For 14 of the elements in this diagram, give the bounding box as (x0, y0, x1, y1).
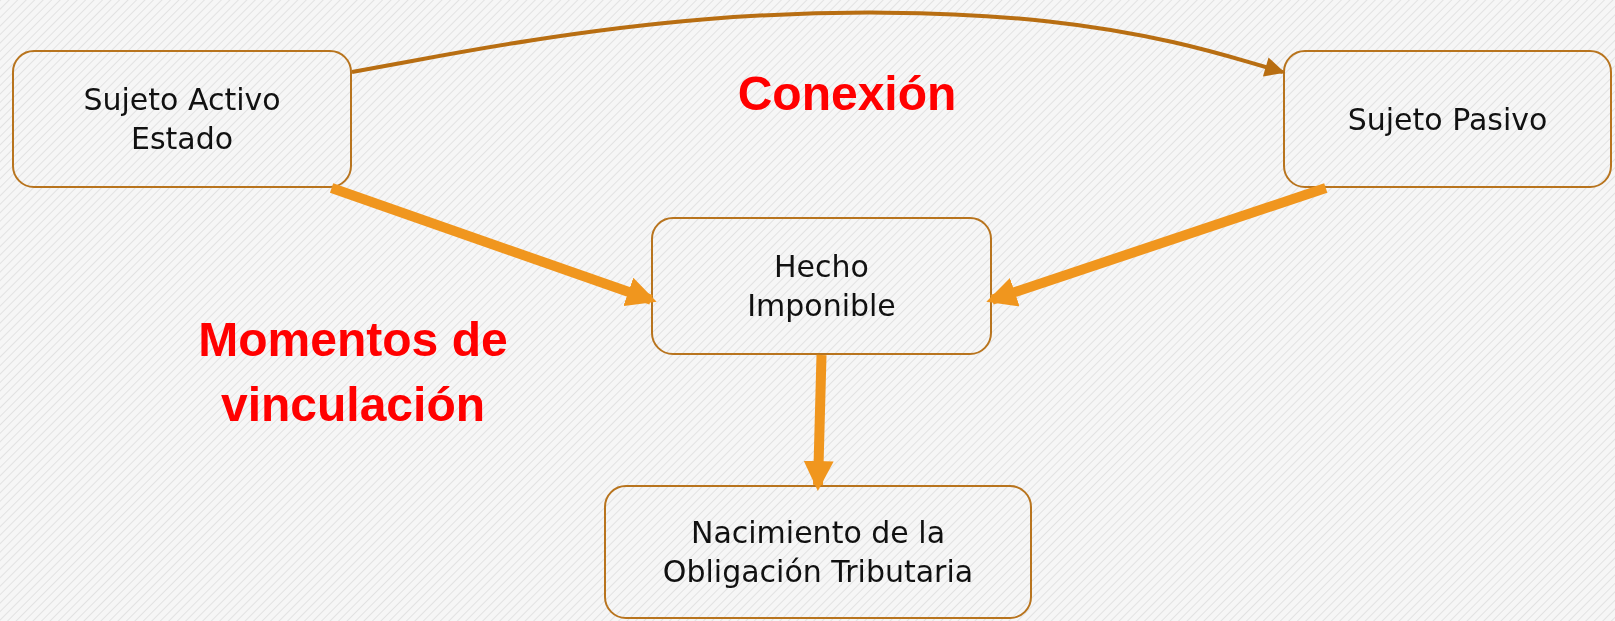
arrow (986, 183, 1328, 307)
box-label: Nacimiento de la Obligación Tributaria (661, 514, 975, 591)
heading-label: Momentos de vinculación (197, 312, 509, 433)
process-box (651, 217, 992, 355)
box-label: Sujeto Activo Estado (82, 81, 282, 158)
box-label: Sujeto Pasivo (1347, 100, 1548, 139)
arrow (803, 354, 834, 491)
arrow (329, 183, 657, 307)
process-box (1283, 50, 1612, 188)
box-label: Hecho Imponible (746, 248, 897, 325)
process-box (604, 485, 1032, 619)
arrow (351, 10, 1285, 77)
heading-label: Conexión (736, 66, 958, 122)
process-box (12, 50, 352, 188)
